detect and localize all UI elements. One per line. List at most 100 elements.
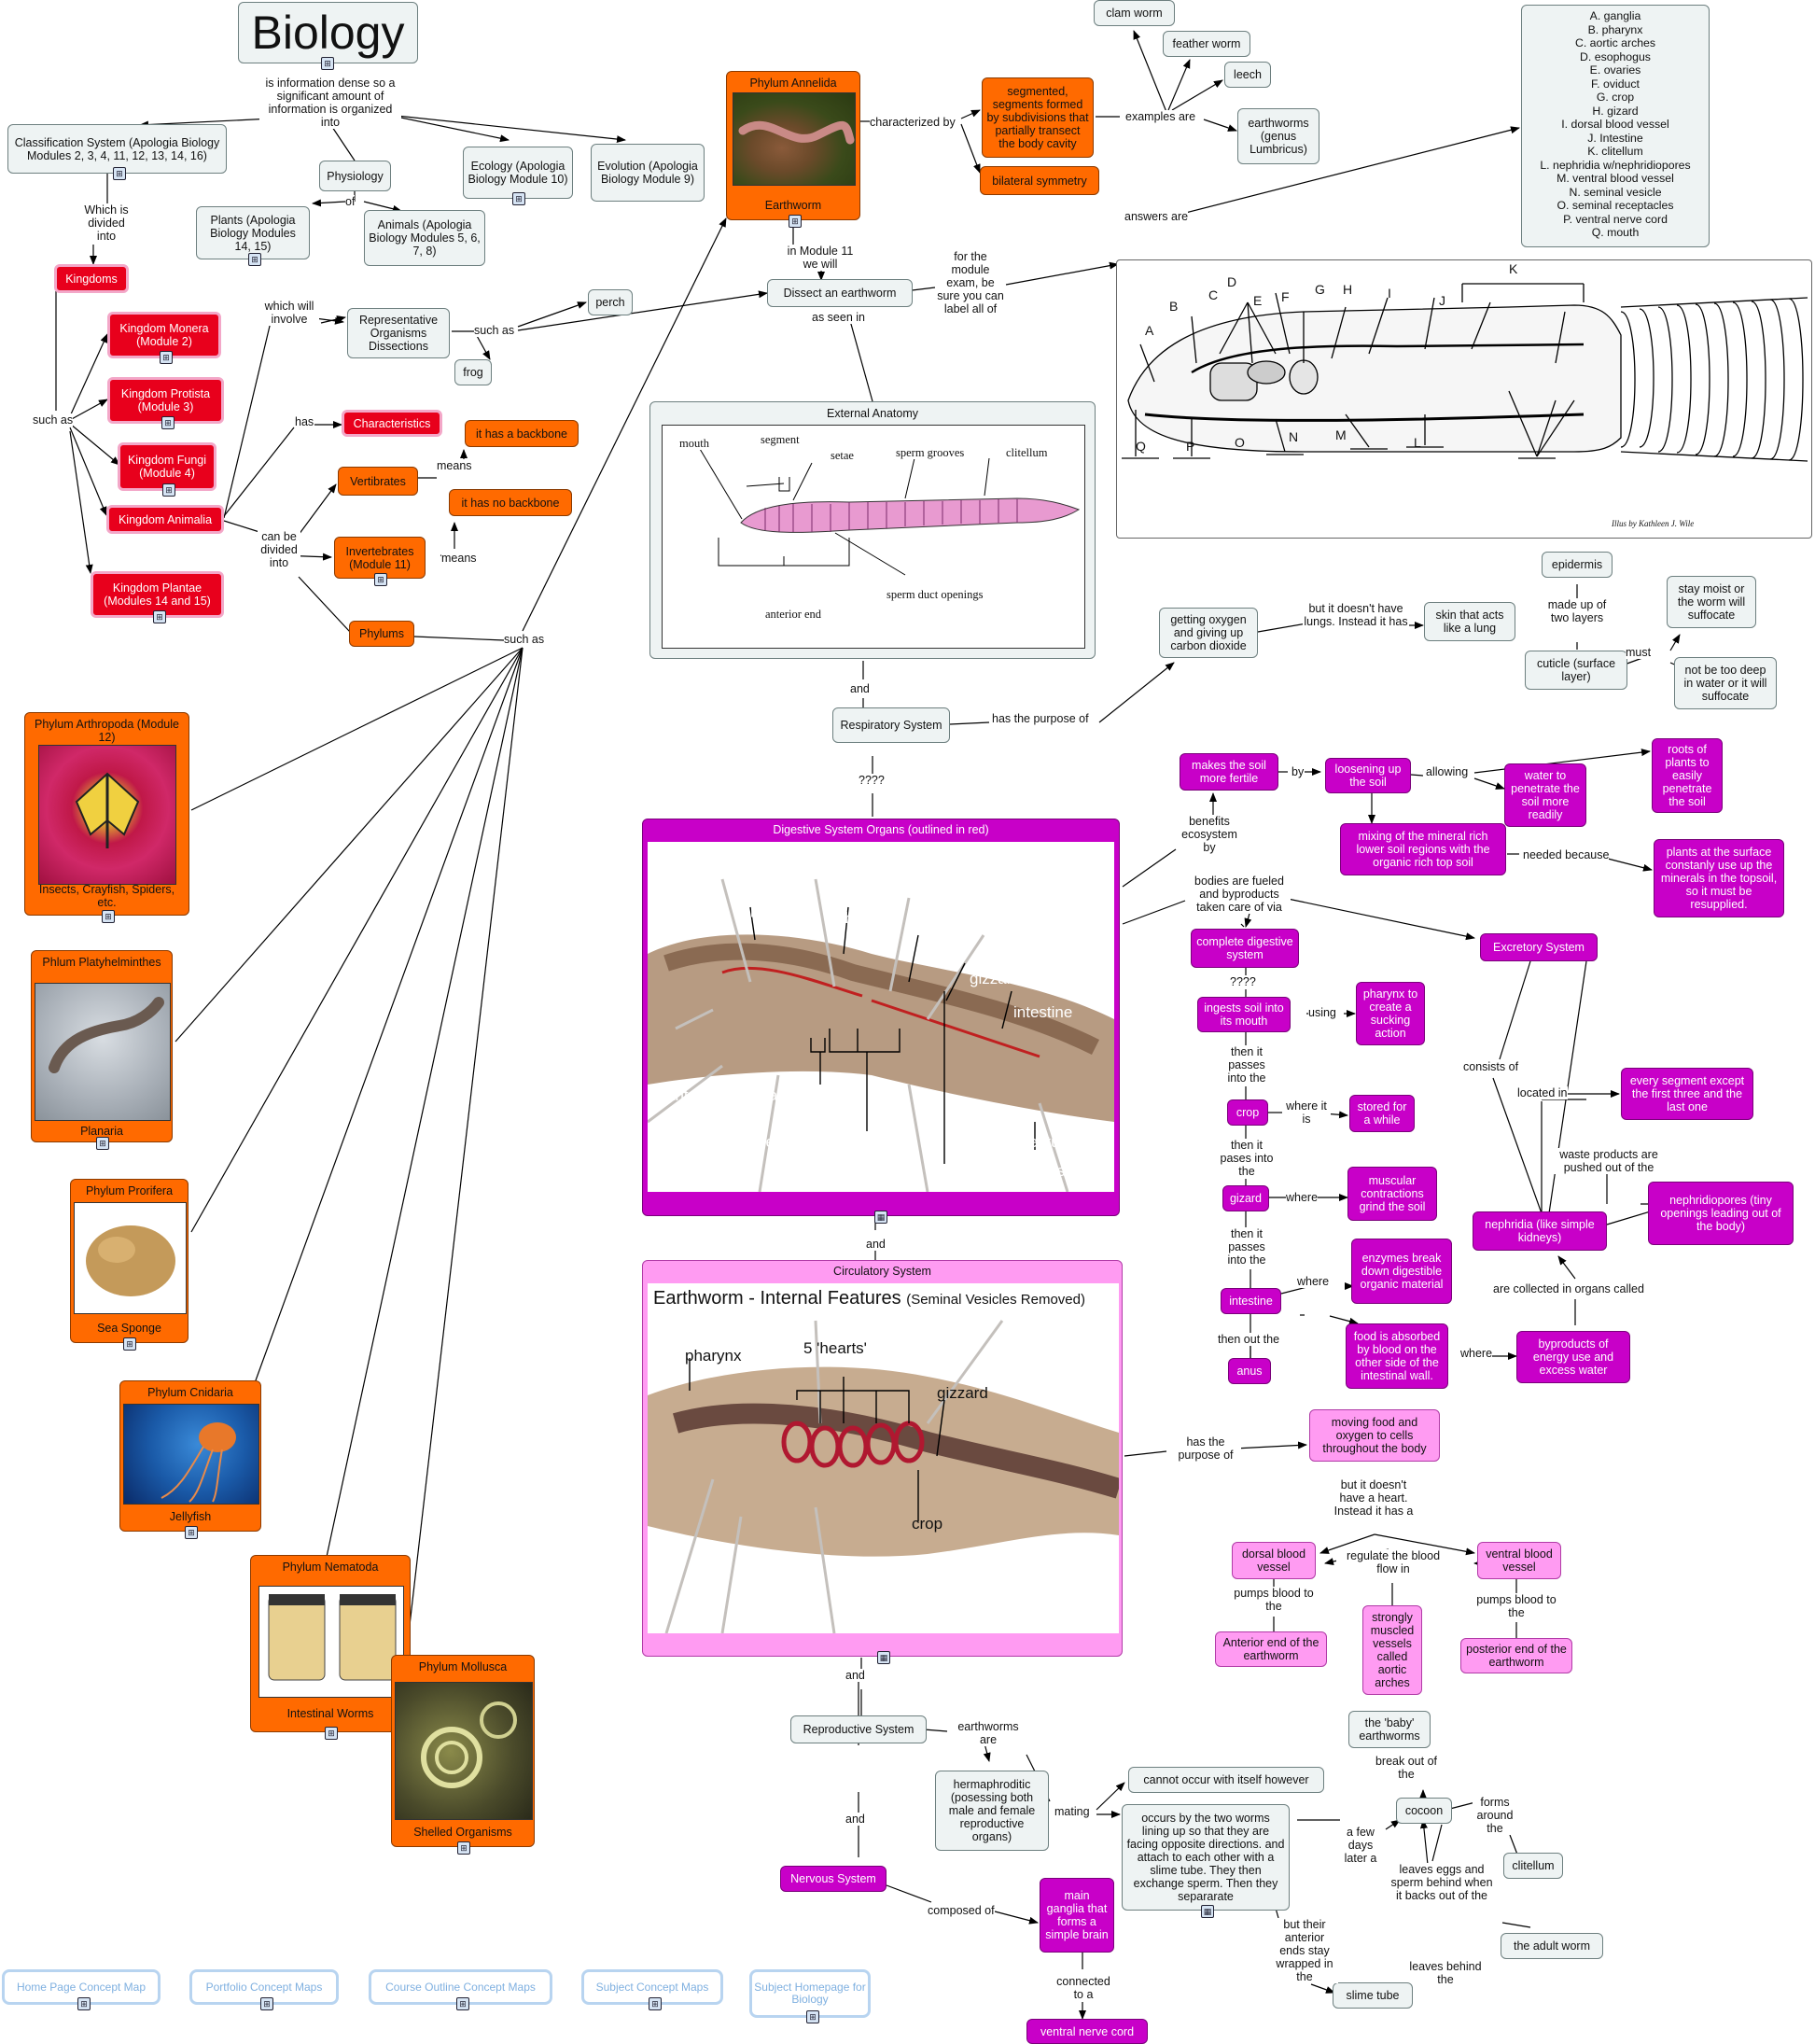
adult-worm[interactable]: the adult worm bbox=[1501, 1933, 1603, 1959]
has-backbone[interactable]: it has a backbone bbox=[465, 420, 579, 447]
mixing[interactable]: mixing of the mineral rich lower soil re… bbox=[1340, 823, 1506, 875]
feather-worm[interactable]: feather worm bbox=[1163, 31, 1250, 57]
digestive-system-card[interactable]: Digestive System Organs (outlined in red… bbox=[642, 819, 1120, 1224]
circulatory-system-card[interactable]: Circulatory System Earthworm - Internal … bbox=[642, 1260, 1123, 1664]
invertebrates[interactable]: Invertebrates (Module 11) ⊞ bbox=[334, 537, 426, 586]
not-deep[interactable]: not be too deep in water or it will suff… bbox=[1674, 657, 1777, 709]
rep-organisms[interactable]: Representative Organisms Dissections bbox=[347, 308, 450, 358]
biology-title-node[interactable]: Biology ⊞ bbox=[238, 2, 418, 70]
concept-map-link-icon[interactable]: ⊞ bbox=[806, 2010, 819, 2023]
concept-map-link-icon[interactable]: ⊞ bbox=[456, 1997, 469, 2010]
perch[interactable]: perch bbox=[588, 289, 633, 315]
makes-fertile[interactable]: makes the soil more fertile bbox=[1180, 753, 1278, 791]
frog[interactable]: frog bbox=[454, 359, 492, 385]
concept-map-link-icon[interactable]: ⊞ bbox=[789, 215, 802, 228]
earthworms-genus[interactable]: earthworms (genus Lumbricus) bbox=[1237, 108, 1319, 164]
slime-tube[interactable]: slime tube bbox=[1333, 1982, 1413, 2009]
phylum-prorifera-card[interactable]: Phylum Prorifera Sea Sponge ⊞ bbox=[70, 1179, 188, 1351]
no-backbone[interactable]: it has no backbone bbox=[449, 489, 572, 516]
baby-earthworms[interactable]: the 'baby' earthworms bbox=[1348, 1711, 1431, 1748]
concept-map-link-icon[interactable]: ⊞ bbox=[102, 910, 115, 923]
crop-node[interactable]: crop bbox=[1227, 1099, 1268, 1126]
phylums[interactable]: Phylums bbox=[349, 621, 414, 647]
ventral-nerve-cord[interactable]: ventral nerve cord bbox=[1026, 2019, 1148, 2044]
byproducts-node[interactable]: byproducts of energy use and excess wate… bbox=[1516, 1331, 1630, 1383]
phylum-annelida-card[interactable]: Phylum Annelida Earthworm ⊞ bbox=[726, 71, 860, 228]
skin-lung[interactable]: skin that acts like a lung bbox=[1424, 602, 1515, 641]
dorsal-bv[interactable]: dorsal blood vessel bbox=[1232, 1542, 1316, 1579]
enzymes-node[interactable]: enzymes break down digestible organic ma… bbox=[1351, 1239, 1452, 1304]
image-link-icon[interactable]: ▦ bbox=[1201, 1905, 1214, 1918]
nav-course-outline[interactable]: Course Outline Concept Maps ⊞ bbox=[369, 1969, 552, 2010]
anterior-end[interactable]: Anterior end of the earthworm bbox=[1215, 1631, 1327, 1667]
bilateral-node[interactable]: bilateral symmetry bbox=[980, 166, 1099, 195]
concept-map-link-icon[interactable]: ⊞ bbox=[160, 351, 173, 364]
concept-map-link-icon[interactable]: ⊞ bbox=[512, 192, 525, 205]
plants[interactable]: Plants (Apologia Biology Modules 14, 15)… bbox=[196, 206, 310, 266]
concept-map-link-icon[interactable]: ⊞ bbox=[649, 1997, 662, 2010]
clam-worm[interactable]: clam worm bbox=[1094, 0, 1175, 26]
hermaphroditic[interactable]: hermaphroditic (posessing both male and … bbox=[935, 1771, 1049, 1851]
aortic-arches[interactable]: strongly muscled vessels called aortic a… bbox=[1362, 1605, 1422, 1695]
classification-system[interactable]: Classification System (Apologia Biology … bbox=[7, 124, 227, 180]
segmented-node[interactable]: segmented, segments formed by subdivisio… bbox=[982, 77, 1094, 158]
clitellum-node[interactable]: clitellum bbox=[1503, 1853, 1563, 1879]
concept-map-link-icon[interactable]: ⊞ bbox=[321, 57, 334, 70]
cannot-occur[interactable]: cannot occur with itself however bbox=[1128, 1767, 1324, 1793]
nav-subject-concept[interactable]: Subject Concept Maps ⊞ bbox=[581, 1969, 723, 2010]
phylum-cnidaria-card[interactable]: Phylum Cnidaria Jellyfish ⊞ bbox=[119, 1380, 261, 1539]
stored-node[interactable]: stored for a while bbox=[1349, 1095, 1415, 1132]
external-anatomy-card[interactable]: External Anatomy mouth bbox=[649, 401, 1096, 659]
water-penetrate[interactable]: water to penetrate the soil more readily bbox=[1504, 763, 1586, 827]
image-link-icon[interactable]: ▦ bbox=[877, 1651, 890, 1664]
reproductive-system[interactable]: Reproductive System bbox=[790, 1715, 927, 1743]
cocoon[interactable]: cocoon bbox=[1396, 1798, 1452, 1824]
roots-penetrate[interactable]: roots of plants to easily penetrate the … bbox=[1652, 738, 1723, 813]
kingdom-monera[interactable]: Kingdom Monera (Module 2) ⊞ bbox=[107, 312, 221, 364]
animals[interactable]: Animals (Apologia Biology Modules 5, 6, … bbox=[364, 210, 485, 266]
vertibrates[interactable]: Vertibrates bbox=[338, 467, 418, 496]
excretory-system[interactable]: Excretory System bbox=[1480, 933, 1598, 961]
image-link-icon[interactable]: ▦ bbox=[874, 1211, 887, 1224]
concept-map-link-icon[interactable]: ⊞ bbox=[113, 167, 126, 180]
evolution[interactable]: Evolution (Apologia Biology Module 9) bbox=[591, 144, 705, 202]
complete-digestive[interactable]: complete digestive system bbox=[1191, 929, 1299, 968]
ingests-soil[interactable]: ingests soil into its mouth bbox=[1197, 997, 1291, 1032]
cuticle[interactable]: cuticle (surface layer) bbox=[1525, 651, 1627, 690]
gizard-node[interactable]: gizard bbox=[1222, 1185, 1269, 1211]
kingdoms[interactable]: Kingdoms bbox=[54, 264, 129, 293]
intestine-node[interactable]: intestine bbox=[1221, 1288, 1281, 1314]
kingdom-protista[interactable]: Kingdom Protista (Module 3) ⊞ bbox=[107, 377, 224, 429]
leech[interactable]: leech bbox=[1224, 62, 1271, 88]
respiratory-system[interactable]: Respiratory System bbox=[832, 707, 950, 743]
getting-oxygen[interactable]: getting oxygen and giving up carbon diox… bbox=[1159, 608, 1258, 658]
concept-map-link-icon[interactable]: ⊞ bbox=[96, 1137, 109, 1150]
concept-map-link-icon[interactable]: ⊞ bbox=[457, 1841, 470, 1855]
plants-surface[interactable]: plants at the surface constanly use up t… bbox=[1654, 839, 1784, 917]
kingdom-fungi[interactable]: Kingdom Fungi (Module 4) ⊞ bbox=[118, 442, 216, 497]
nav-subject-homepage[interactable]: Subject Homepage for Biology ⊞ bbox=[749, 1969, 871, 2023]
dissect-earthworm[interactable]: Dissect an earthworm bbox=[767, 279, 913, 307]
loosening[interactable]: loosening up the soil bbox=[1325, 758, 1411, 793]
ecology[interactable]: Ecology (Apologia Biology Module 10) ⊞ bbox=[463, 147, 573, 205]
posterior-end[interactable]: posterior end of the earthworm bbox=[1460, 1638, 1572, 1673]
physiology[interactable]: Physiology bbox=[319, 161, 391, 191]
food-absorbed[interactable]: food is absorbed by blood on the other s… bbox=[1346, 1323, 1448, 1389]
concept-map-link-icon[interactable]: ⊞ bbox=[161, 416, 175, 429]
kingdom-plantae[interactable]: Kingdom Plantae (Modules 14 and 15) ⊞ bbox=[91, 571, 224, 623]
kingdom-animalia[interactable]: Kingdom Animalia bbox=[106, 505, 224, 534]
concept-map-link-icon[interactable]: ⊞ bbox=[325, 1727, 338, 1740]
concept-map-link-icon[interactable]: ⊞ bbox=[153, 610, 166, 623]
concept-map-link-icon[interactable]: ⊞ bbox=[77, 1997, 91, 2010]
pharynx-suck[interactable]: pharynx to create a sucking action bbox=[1356, 982, 1425, 1045]
phylum-nematoda-card[interactable]: Phylum Nematoda Intestinal Worms ⊞ bbox=[250, 1555, 411, 1740]
epidermis[interactable]: epidermis bbox=[1542, 552, 1613, 578]
every-segment[interactable]: every segment except the first three and… bbox=[1621, 1068, 1753, 1120]
stay-moist[interactable]: stay moist or the worm will suffocate bbox=[1667, 576, 1756, 628]
main-ganglia[interactable]: main ganglia that forms a simple brain bbox=[1040, 1878, 1114, 1953]
nephridiopores-node[interactable]: nephridiopores (tiny openings leading ou… bbox=[1648, 1182, 1794, 1245]
nav-home-page[interactable]: Home Page Concept Map ⊞ bbox=[2, 1969, 161, 2010]
concept-map-link-icon[interactable]: ⊞ bbox=[185, 1526, 198, 1539]
concept-map-link-icon[interactable]: ⊞ bbox=[260, 1997, 273, 2010]
occurs-by[interactable]: occurs by the two worms lining up so tha… bbox=[1122, 1804, 1290, 1918]
